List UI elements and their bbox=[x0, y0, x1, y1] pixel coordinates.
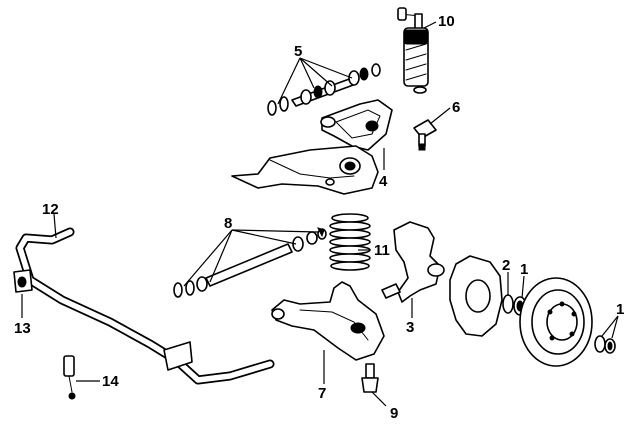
splash-shield bbox=[449, 255, 503, 337]
callout-4: 4 bbox=[379, 173, 388, 190]
lower-arm-shaft-kit bbox=[173, 227, 327, 298]
grease-seal bbox=[502, 294, 514, 314]
stabilizer-link bbox=[63, 355, 76, 400]
callout-7: 7 bbox=[318, 385, 326, 402]
outer-bearing bbox=[594, 335, 616, 354]
shock-absorber bbox=[397, 7, 429, 94]
leader-lines bbox=[21, 21, 619, 407]
callout-12: 12 bbox=[42, 201, 59, 218]
brake-rotor bbox=[519, 277, 593, 367]
callout-5: 5 bbox=[294, 43, 302, 60]
upper-ball-joint bbox=[413, 119, 437, 151]
steering-knuckle bbox=[381, 221, 445, 303]
callout-3: 3 bbox=[406, 319, 414, 336]
frame-bracket bbox=[231, 145, 379, 195]
stabilizer-bar bbox=[15, 227, 275, 385]
lower-control-arm bbox=[271, 281, 385, 361]
callout-labels: 10 5 6 4 8 11 12 2 1 1 3 13 7 14 9 bbox=[14, 13, 624, 422]
callout-6: 6 bbox=[452, 99, 460, 116]
callout-11: 11 bbox=[374, 242, 390, 259]
upper-control-arm bbox=[320, 99, 393, 151]
upper-arm-shaft-kit bbox=[267, 63, 381, 116]
callout-1a: 1 bbox=[520, 261, 528, 278]
coil-spring bbox=[329, 213, 371, 271]
stabilizer-bushing bbox=[13, 269, 33, 293]
callout-9: 9 bbox=[390, 405, 398, 422]
callout-1b: 1 bbox=[616, 301, 624, 318]
lower-ball-joint bbox=[361, 363, 379, 393]
callout-14: 14 bbox=[102, 373, 119, 390]
callout-10: 10 bbox=[438, 13, 455, 30]
callout-13: 13 bbox=[14, 320, 31, 337]
callout-2: 2 bbox=[502, 257, 510, 274]
callout-8: 8 bbox=[224, 215, 232, 232]
